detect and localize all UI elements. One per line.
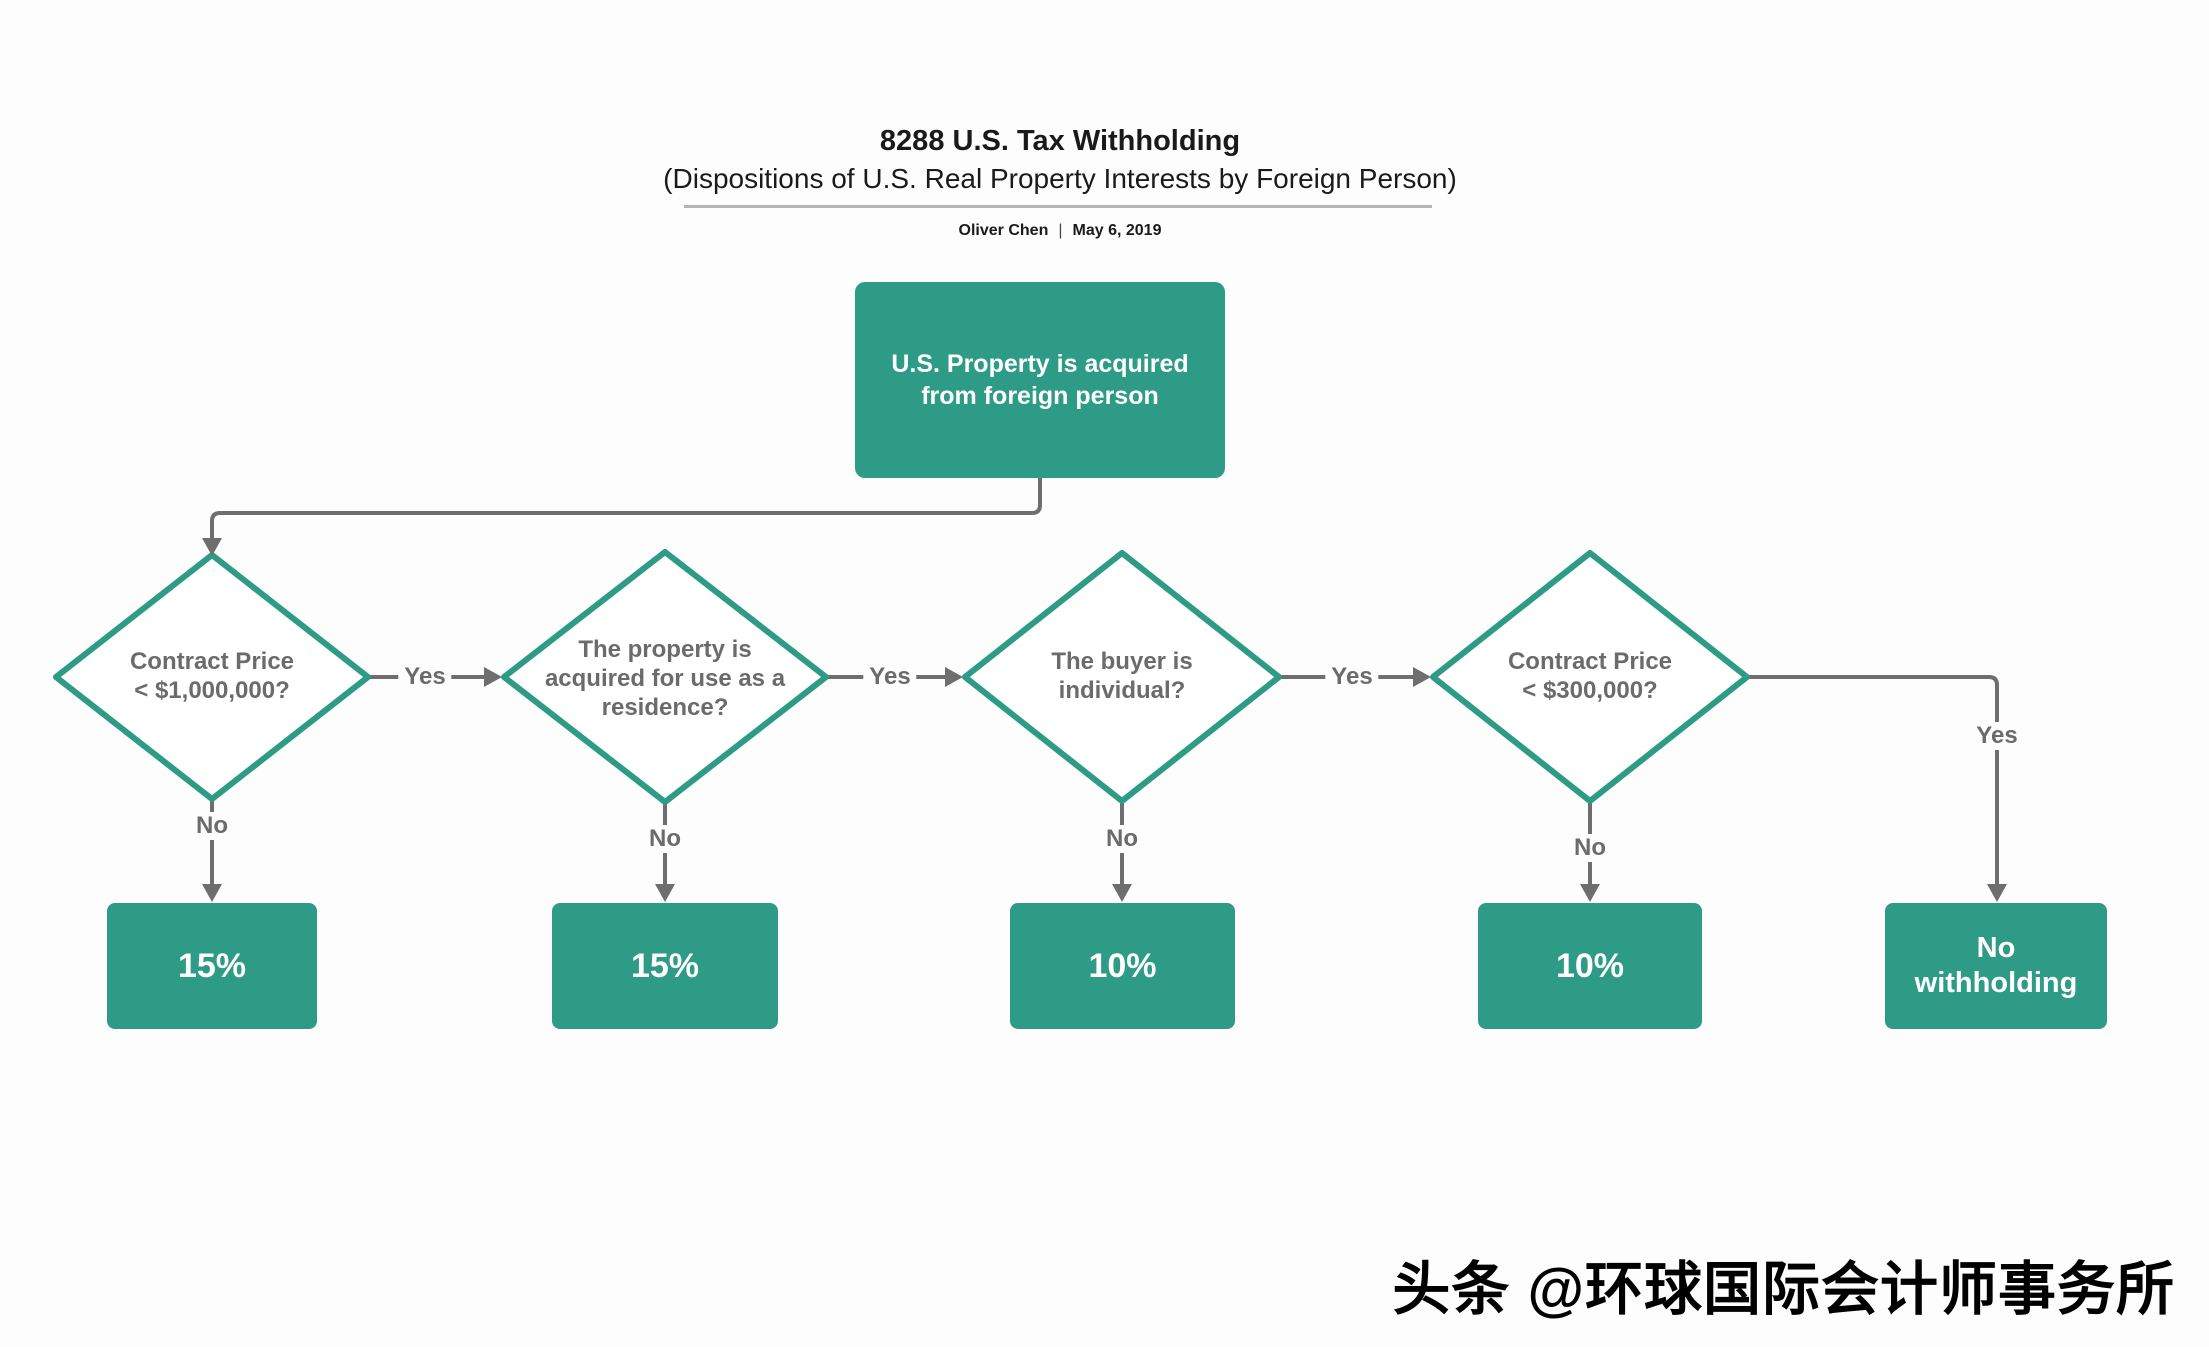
arrowhead-yes3 [1413,667,1431,687]
start-node: U.S. Property is acquired from foreign p… [855,282,1225,478]
edge-label-yes-3: Yes [1325,663,1379,691]
author-line: Oliver Chen | May 6, 2019 [959,222,1162,240]
edge-label-no-4: No [1568,834,1612,862]
arrowhead-yes4 [1987,884,2007,902]
edge-label-no-1: No [190,812,234,840]
edge-label-yes-4: Yes [1970,722,2024,750]
edge-start-to-decision1 [210,478,1042,539]
result-box-no-withholding: No withholding [1885,903,2107,1029]
arrowhead-no1 [202,884,222,902]
decision-diamond-1 [53,552,371,802]
author-date-separator: | [1058,222,1063,239]
result-box-10pct-b: 10% [1478,903,1702,1029]
decision-diamond-3 [962,550,1282,804]
author-name: Oliver Chen [958,222,1049,239]
arrowhead-yes2 [945,667,963,687]
decision-diamond-4 [1430,550,1750,804]
arrowhead-into-decision1 [202,538,222,556]
decision-1-label: Contract Price < $1,000,000? [129,648,295,704]
arrowhead-no4 [1580,884,1600,902]
title-divider [684,205,1432,208]
decision-3-label: The buyer is individual? [1051,648,1193,704]
edge-label-yes-2: Yes [863,663,917,691]
arrowhead-yes1 [484,667,502,687]
page-title: 8288 U.S. Tax Withholding [879,125,1241,157]
arrowhead-no3 [1112,884,1132,902]
result-box-10pct-a: 10% [1010,903,1235,1029]
result-box-15pct-b: 15% [552,903,778,1029]
watermark: 头条 @环球国际会计师事务所 [1392,1257,2175,1322]
result-box-15pct-a: 15% [107,903,317,1029]
decision-diamond-2 [501,549,829,805]
page-subtitle: (Dispositions of U.S. Real Property Inte… [663,163,1457,194]
decision-4-label: Contract Price < $300,000? [1507,648,1673,704]
edge-decision4-yes [1747,675,1999,885]
publish-date: May 6, 2019 [1072,222,1162,239]
arrowhead-no2 [655,884,675,902]
edge-label-yes-1: Yes [398,663,452,691]
edge-label-no-3: No [1100,825,1144,853]
decision-2-label: The property is acquired for use as a re… [544,635,786,721]
edge-label-no-2: No [643,825,687,853]
